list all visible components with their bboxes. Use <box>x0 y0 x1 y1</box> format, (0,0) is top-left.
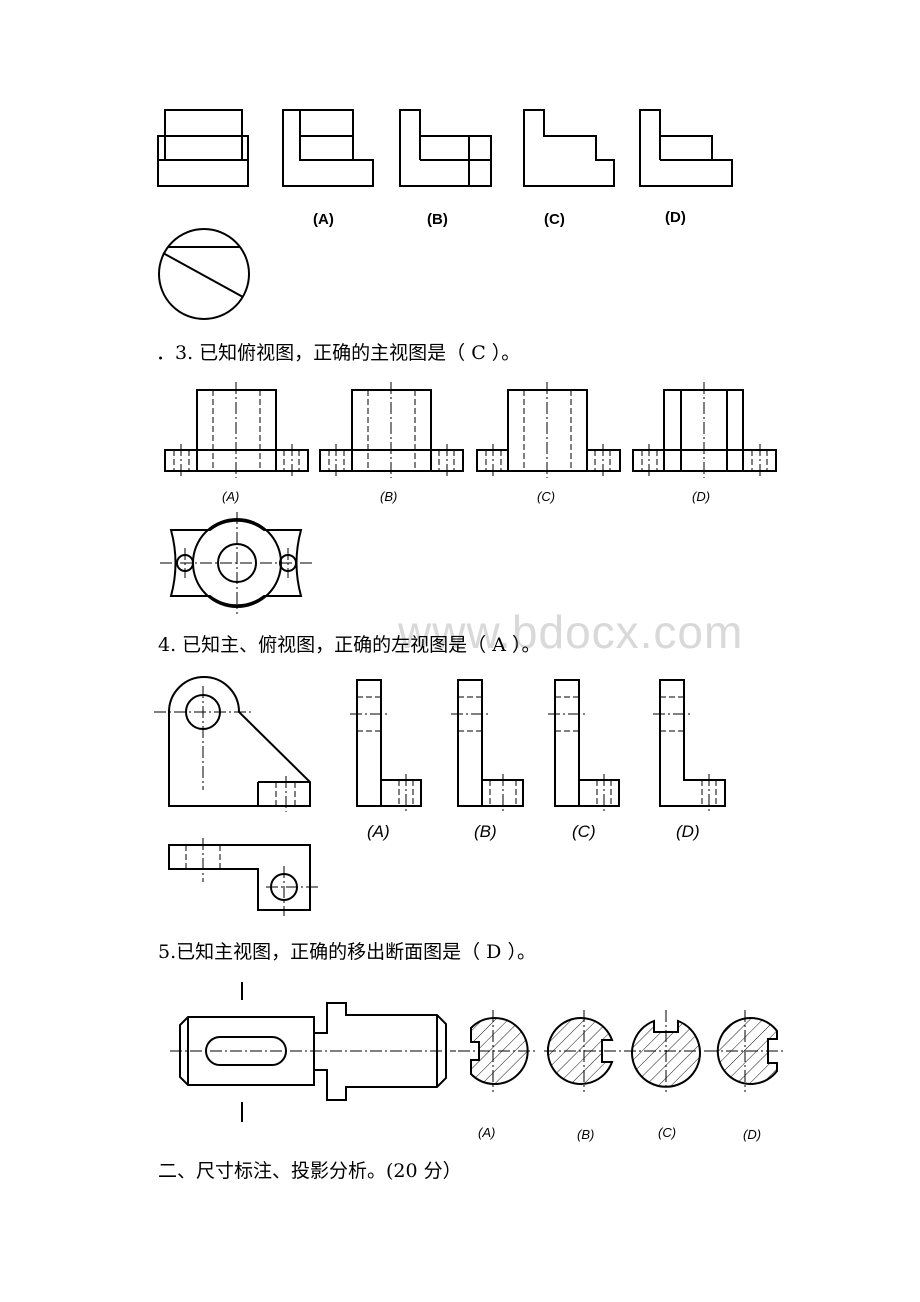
fig3-option-b <box>319 382 464 478</box>
watermark: www.bdocx.com <box>398 606 744 658</box>
fig1-option-d <box>639 109 733 187</box>
fig5-option-a <box>458 1010 536 1092</box>
fig4-given-front-view <box>154 676 311 812</box>
section-2-heading: 二、尺寸标注、投影分析。(20 分） <box>158 1160 462 1182</box>
fig1-label-c: (C) <box>544 211 565 228</box>
fig3-label-b: (B) <box>380 489 397 504</box>
fig1-given-front-view <box>157 109 249 187</box>
fig5-label-c: (C) <box>658 1125 676 1140</box>
fig5-given-shaft <box>170 982 456 1122</box>
fig3-option-c <box>476 382 621 478</box>
fig4-option-c <box>548 679 620 812</box>
fig5-option-d <box>706 1010 784 1092</box>
fig1-label-d: (D) <box>665 209 686 226</box>
fig3-label-a: (A) <box>222 489 239 504</box>
fig1-labels: (A) (B) (C) (D) <box>313 209 686 228</box>
fig4-labels: (A) (B) (C) (D) <box>367 822 700 841</box>
fig1-option-c <box>523 109 615 187</box>
fig4-label-b: (B) <box>474 822 497 841</box>
fig3-label-c: (C) <box>537 489 555 504</box>
question-4: 4. 已知主、俯视图，正确的左视图是（ A ）。 <box>158 634 541 656</box>
fig4-option-d <box>653 679 726 812</box>
fig4-label-c: (C) <box>572 822 596 841</box>
fig5-labels: (A) (B) (C) (D) <box>478 1125 761 1142</box>
question-3: ．3. 已知俯视图，正确的主视图是（ C ）。 <box>156 342 521 364</box>
fig1-given-top-view <box>158 228 250 320</box>
question-5: 5.已知主视图，正确的移出断面图是（ D ）。 <box>158 941 536 963</box>
fig5-label-d: (D) <box>743 1127 761 1142</box>
fig1-option-a <box>282 109 374 187</box>
fig3-labels: (A) (B) (C) (D) <box>222 489 710 504</box>
fig1-label-b: (B) <box>427 211 448 228</box>
fig4-option-b <box>451 679 524 812</box>
fig1-label-a: (A) <box>313 211 334 228</box>
fig4-option-a <box>350 679 422 812</box>
fig3-label-d: (D) <box>692 489 710 504</box>
fig4-given-top-view <box>168 838 318 916</box>
fig3-given-top-view <box>160 512 314 614</box>
fig5-label-a: (A) <box>478 1125 495 1140</box>
fig5-option-b <box>544 1010 624 1092</box>
fig4-label-d: (D) <box>676 822 700 841</box>
fig5-label-b: (B) <box>577 1127 594 1142</box>
fig3-option-d <box>632 382 777 478</box>
fig4-label-a: (A) <box>367 822 390 841</box>
fig3-option-a <box>164 382 309 478</box>
fig1-option-b <box>399 109 492 187</box>
fig5-option-c <box>624 1010 708 1092</box>
